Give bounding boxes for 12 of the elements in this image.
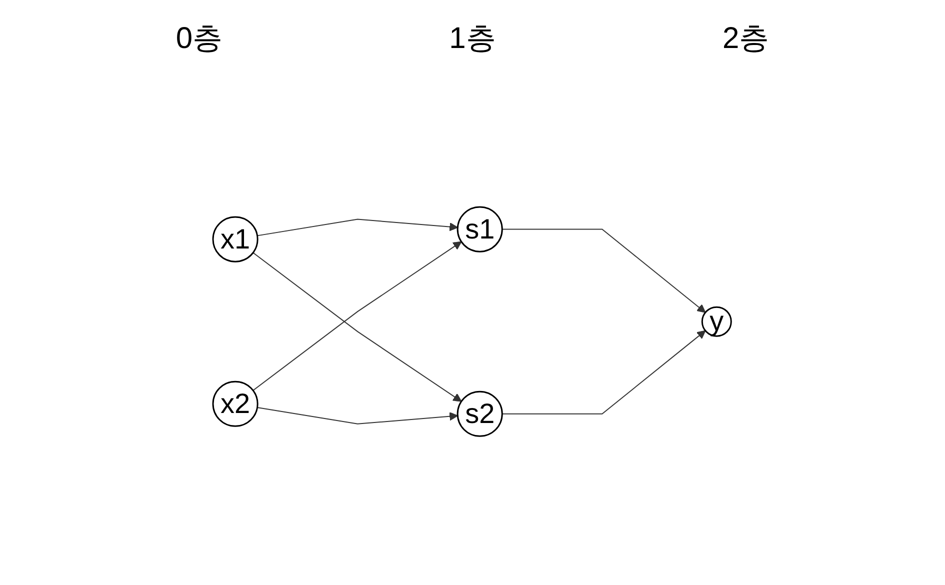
node-circle: x1 — [212, 216, 259, 263]
layer-label: 1층 — [449, 21, 496, 57]
layer-label: 2층 — [722, 21, 770, 57]
arrow — [502, 229, 706, 314]
arrow — [502, 330, 706, 415]
arrow — [257, 407, 458, 425]
layer-label: 0층 — [176, 21, 222, 57]
arrow — [257, 219, 458, 237]
node-circle: y — [702, 306, 732, 338]
node-circle: s2 — [457, 391, 504, 438]
node-circle: x2 — [212, 381, 259, 428]
node-circle: s1 — [457, 206, 504, 253]
